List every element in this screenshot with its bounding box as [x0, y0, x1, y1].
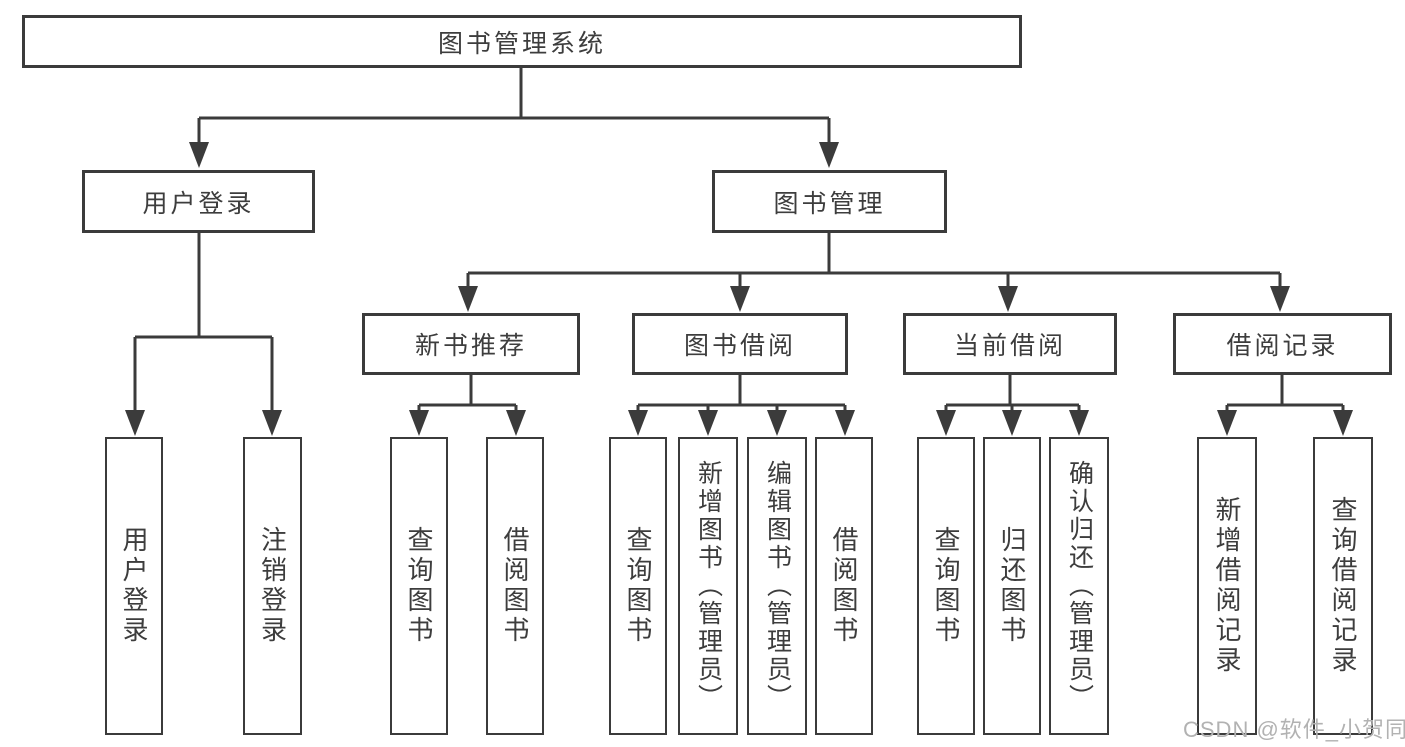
node-new-book-recommend: 新书推荐 [362, 313, 580, 375]
node-label: 当前借阅 [953, 332, 1066, 360]
arrowheads [125, 142, 1353, 436]
node-query-books-recommend: 查询图书 [390, 437, 448, 735]
node-label: 查询图书 [404, 526, 434, 646]
node-label: 查询图书 [931, 526, 961, 646]
node-label: 新增借阅记录 [1212, 496, 1242, 676]
node-user-login-leaf: 用户登录 [105, 437, 163, 735]
node-current-borrow: 当前借阅 [903, 313, 1117, 375]
node-query-books-current: 查询图书 [917, 437, 975, 735]
node-label: 查询图书 [623, 526, 653, 646]
node-label: 用户登录 [119, 526, 149, 646]
tree-edges [133, 68, 1345, 418]
node-label: 借阅记录 [1226, 332, 1339, 360]
node-borrow-books-leaf: 借阅图书 [815, 437, 873, 735]
node-book-borrow: 图书借阅 [632, 313, 848, 375]
node-label: 编辑图书（管理员） [763, 460, 792, 712]
node-confirm-return-admin: 确认归还（管理员） [1049, 437, 1109, 735]
node-label: 借阅图书 [500, 526, 530, 646]
node-label: 图书借阅 [683, 332, 796, 360]
node-query-books-borrow: 查询图书 [609, 437, 667, 735]
node-label: 用户登录 [142, 189, 255, 218]
node-label: 注销登录 [257, 526, 288, 646]
node-edit-books-admin: 编辑图书（管理员） [747, 437, 807, 735]
node-borrow-records: 借阅记录 [1173, 313, 1392, 375]
node-borrow-books-recommend: 借阅图书 [486, 437, 544, 735]
node-label: 图书管理系统 [437, 29, 606, 58]
node-label: 借阅图书 [829, 526, 859, 646]
node-add-books-admin: 新增图书（管理员） [678, 437, 738, 735]
node-return-books: 归还图书 [983, 437, 1041, 735]
node-label: 新增图书（管理员） [694, 460, 723, 712]
node-label: 新书推荐 [414, 332, 527, 360]
node-library-system: 图书管理系统 [22, 15, 1022, 68]
node-book-management: 图书管理 [712, 170, 947, 233]
node-query-borrow-record: 查询借阅记录 [1313, 437, 1373, 735]
node-label: 归还图书 [997, 526, 1027, 646]
node-label: 确认归还（管理员） [1065, 460, 1094, 712]
csdn-watermark: CSDN @软件_小贺同学 [1183, 717, 1405, 742]
node-user-login: 用户登录 [82, 170, 315, 233]
node-label: 图书管理 [773, 189, 886, 218]
node-label: 查询借阅记录 [1328, 496, 1358, 676]
node-logout-leaf: 注销登录 [243, 437, 302, 735]
node-add-borrow-record: 新增借阅记录 [1197, 437, 1257, 735]
